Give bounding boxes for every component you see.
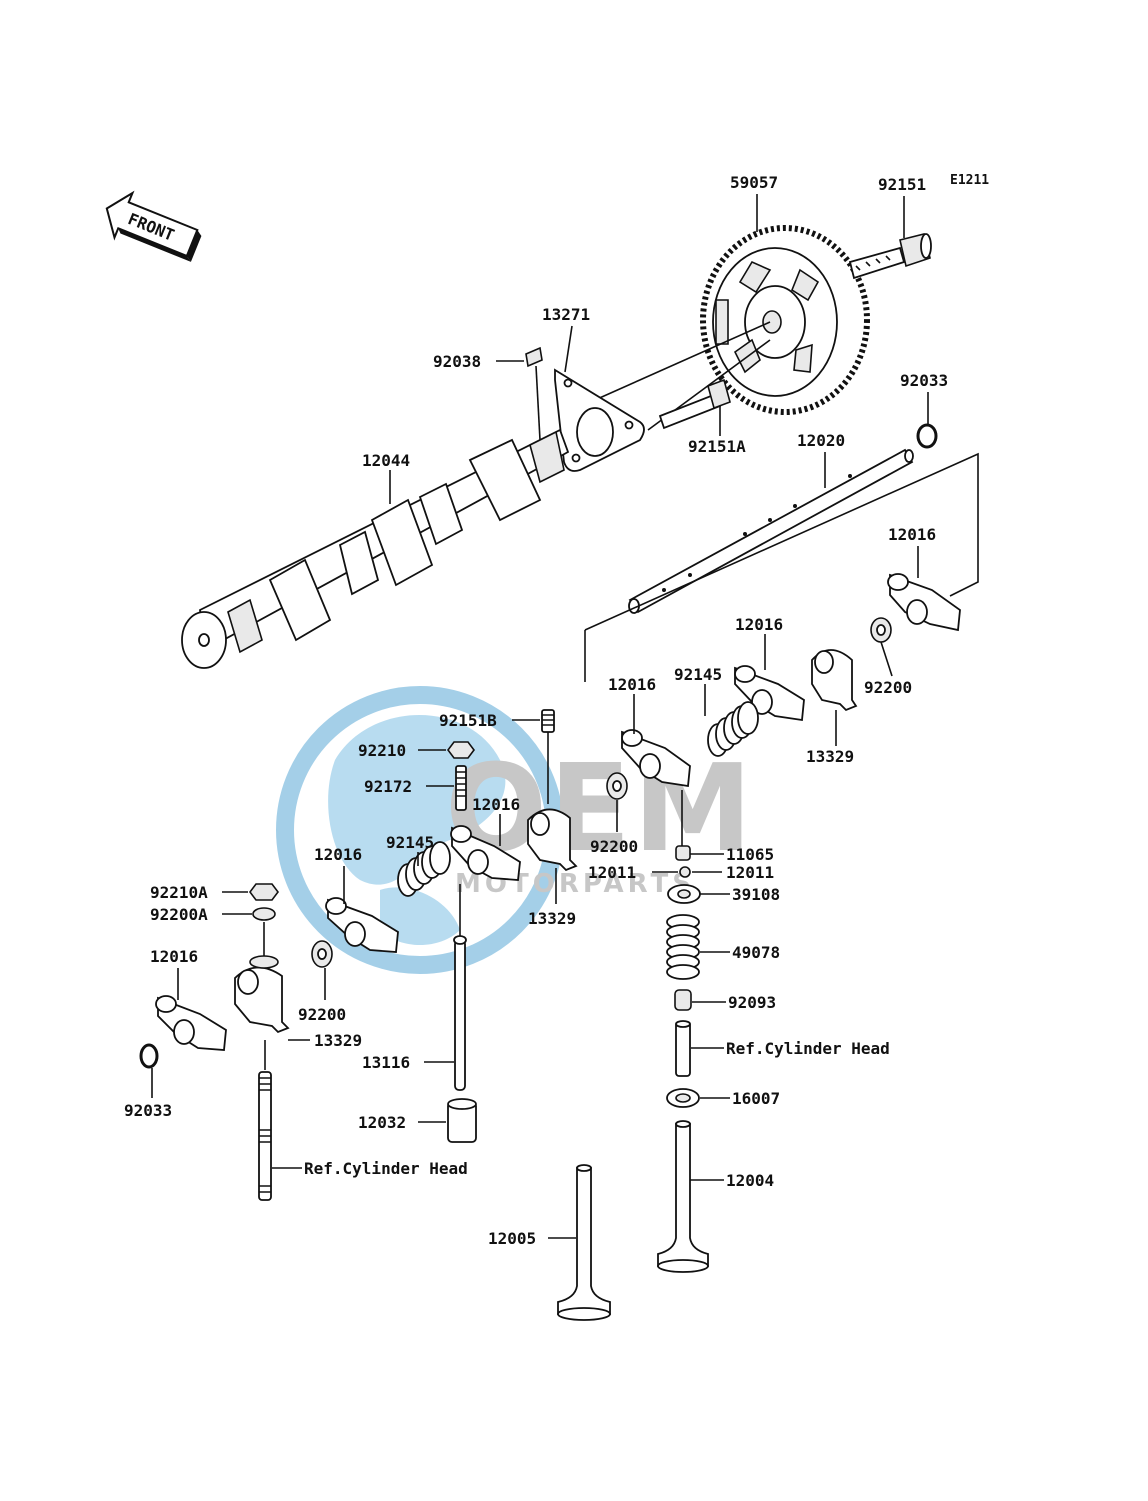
label-12016-d: 12016: [472, 795, 520, 814]
label-12011-b: 12011: [726, 863, 774, 882]
rocker-arm-12016-f: [155, 995, 227, 1051]
label-13329-c: 13329: [314, 1031, 362, 1050]
label-92210: 92210: [358, 741, 406, 760]
label-92145-a: 92145: [674, 665, 722, 684]
lifter-12032: [447, 1098, 477, 1143]
rocker-shaft-12020: [628, 448, 914, 614]
label-12016-b: 12016: [735, 615, 783, 634]
ref-cylinder-head-1: Ref.Cylinder Head: [726, 1039, 890, 1058]
rocker-arm-12016-d: [450, 825, 521, 881]
tappet-11065: [675, 845, 691, 861]
retainer-39108: [667, 884, 701, 904]
key-92038: [525, 346, 543, 368]
label-92151: 92151: [878, 175, 926, 194]
rocker-arm-12016-e: [325, 897, 399, 953]
label-12044: 12044: [362, 451, 410, 470]
camshaft-12044: [181, 428, 570, 669]
front-arrow-icon: FRONT: [105, 190, 202, 262]
label-12004: 12004: [726, 1171, 774, 1190]
pushrod-13116: [453, 935, 467, 1091]
nut-92210A: [249, 883, 279, 901]
bolt-92151A: [658, 378, 731, 430]
label-92033-bottom: 92033: [124, 1101, 172, 1120]
label-92200A: 92200A: [150, 905, 208, 924]
label-92093: 92093: [728, 993, 776, 1012]
stud-bolt: [258, 1071, 272, 1201]
label-92210A: 92210A: [150, 883, 208, 902]
label-92151A: 92151A: [688, 437, 746, 456]
label-92038: 92038: [433, 352, 481, 371]
label-13116: 13116: [362, 1053, 410, 1072]
label-92033-top: 92033: [900, 371, 948, 390]
label-92200-c: 92200: [298, 1005, 346, 1024]
rocker-arm-12016-b: [734, 665, 805, 722]
washer-92200A: [252, 907, 276, 921]
label-12016-c: 12016: [608, 675, 656, 694]
circlip-92033-bottom: [139, 1043, 159, 1069]
bracket-13329-c: [234, 955, 290, 1034]
label-12016-e: 12016: [314, 845, 362, 864]
thrust-plate-13271: [554, 368, 645, 472]
label-92172: 92172: [364, 777, 412, 796]
label-92200-b: 92200: [590, 837, 638, 856]
label-92151B: 92151B: [439, 711, 497, 730]
valve-seat-16007: [666, 1088, 700, 1108]
diagram-code: E1211: [950, 173, 989, 188]
valve-spring-49078: [666, 914, 700, 980]
ref-cylinder-head-2: Ref.Cylinder Head: [304, 1159, 468, 1178]
label-39108: 39108: [732, 885, 780, 904]
label-92145-b: 92145: [386, 833, 434, 852]
stem-seal-92093: [674, 989, 692, 1011]
label-13329-a: 13329: [806, 747, 854, 766]
circlip-92033-top: [916, 423, 938, 449]
bolt-92151: [848, 233, 932, 280]
keeper-12011: [679, 866, 691, 878]
label-13271: 13271: [542, 305, 590, 324]
adjuster-92172: [455, 765, 467, 811]
label-12005: 12005: [488, 1229, 536, 1248]
label-16007: 16007: [732, 1089, 780, 1108]
valve-12004: [657, 1120, 709, 1273]
label-12032: 12032: [358, 1113, 406, 1132]
valve-12005: [557, 1164, 611, 1321]
label-12016-f: 12016: [150, 947, 198, 966]
label-59057: 59057: [730, 173, 778, 192]
screw-92151B: [541, 709, 555, 733]
rocker-arm-12016-c: [621, 729, 691, 788]
label-49078: 49078: [732, 943, 780, 962]
cam-gear-59057: [700, 225, 870, 415]
label-12011-a: 12011: [588, 863, 636, 882]
label-92200-a: 92200: [864, 678, 912, 697]
spring-92145-b: [397, 841, 451, 897]
nut-92210: [447, 741, 475, 759]
label-11065: 11065: [726, 845, 774, 864]
label-12020: 12020: [797, 431, 845, 450]
label-13329-b: 13329: [528, 909, 576, 928]
label-12016-a: 12016: [888, 525, 936, 544]
rocker-arm-12016-a: [887, 573, 961, 632]
bracket-13329-b: [527, 808, 578, 872]
bracket-13329-a: [811, 649, 858, 712]
spring-92145-a: [707, 701, 759, 757]
valve-guide: [675, 1021, 691, 1077]
